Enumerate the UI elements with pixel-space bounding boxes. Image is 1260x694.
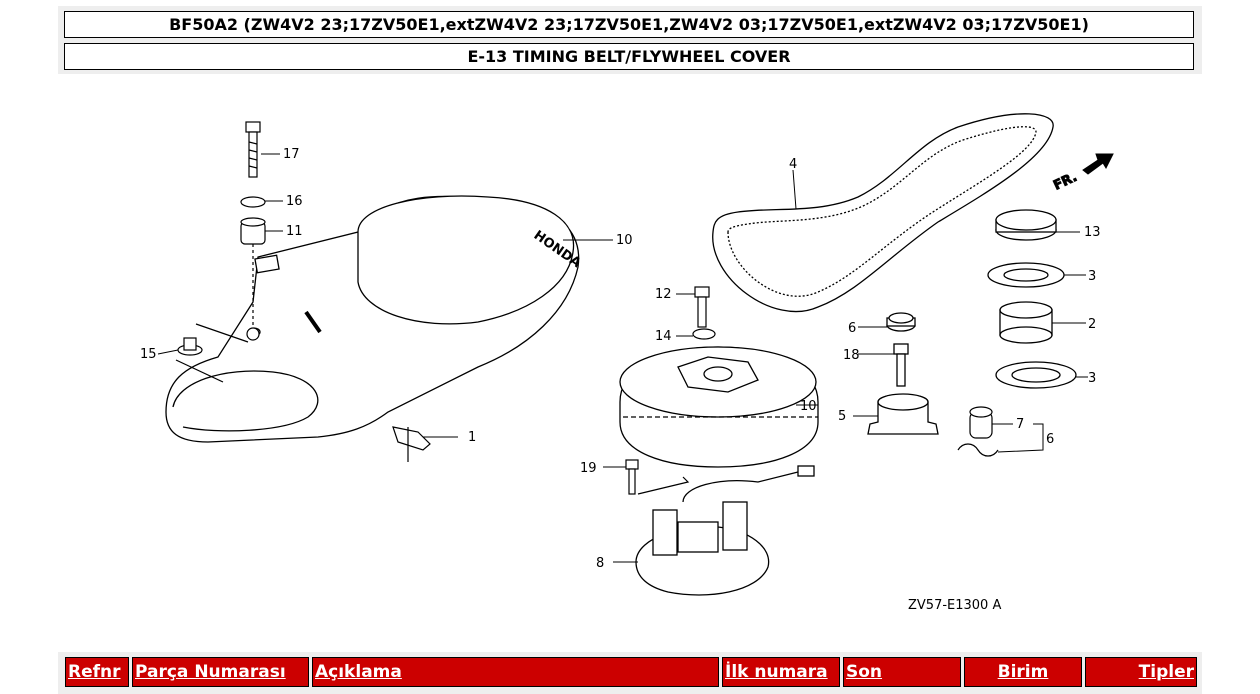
bolt-18 bbox=[240, 121, 266, 341]
parts-table: Refnr Parça Numarası Açıklama İlk numara… bbox=[62, 657, 1200, 687]
callout-1: 1 bbox=[468, 430, 476, 445]
col-description[interactable]: Açıklama bbox=[312, 657, 719, 687]
col-last-link[interactable]: Son bbox=[846, 662, 883, 682]
col-part-number-link[interactable]: Parça Numarası bbox=[135, 662, 286, 682]
callout-6: 6 bbox=[848, 321, 856, 336]
bolt-13 bbox=[692, 286, 716, 340]
col-types-link[interactable]: Tipler bbox=[1138, 662, 1194, 682]
callout-4: 4 bbox=[789, 157, 797, 172]
ignition-coil-9 bbox=[635, 465, 815, 596]
section-title: E-13 TIMING BELT/FLYWHEEL COVER bbox=[64, 43, 1194, 70]
callout-5: 5 bbox=[838, 409, 846, 424]
col-refnr[interactable]: Refnr bbox=[65, 657, 129, 687]
callout-18: 18 bbox=[843, 348, 860, 363]
col-unit[interactable]: Birim bbox=[964, 657, 1082, 687]
callout-7: 7 bbox=[1016, 417, 1024, 432]
col-first-number-link[interactable]: İlk numara bbox=[725, 662, 828, 682]
callout-16: 16 bbox=[286, 194, 303, 209]
bolt-20 bbox=[625, 459, 690, 495]
spring-7 bbox=[957, 406, 999, 457]
callout-10: 10 bbox=[616, 233, 633, 248]
fr-arrow: FR. bbox=[1051, 153, 1114, 194]
callout-13: 13 bbox=[1084, 225, 1101, 240]
col-last[interactable]: Son bbox=[843, 657, 961, 687]
timing-belt-4 bbox=[712, 113, 1054, 313]
flywheel-10 bbox=[619, 346, 819, 468]
parts-table-header: Refnr Parça Numarası Açıklama İlk numara… bbox=[65, 657, 1197, 687]
callout-2: 2 bbox=[1088, 317, 1096, 332]
callout-6: 6 bbox=[1046, 432, 1054, 447]
col-first-number[interactable]: İlk numara bbox=[722, 657, 840, 687]
col-refnr-link[interactable]: Refnr bbox=[68, 662, 121, 682]
callout-11: 11 bbox=[286, 224, 303, 239]
diagram-code: ZV57-E1300 A bbox=[908, 598, 1001, 613]
clip-1 bbox=[392, 426, 431, 462]
callout-14: 14 bbox=[655, 329, 672, 344]
callout-10: 10 bbox=[800, 399, 817, 414]
col-description-link[interactable]: Açıklama bbox=[315, 662, 402, 682]
callout-17: 17 bbox=[283, 147, 300, 162]
col-types[interactable]: Tipler bbox=[1085, 657, 1197, 687]
timing-belt-cover bbox=[165, 195, 580, 443]
col-part-number[interactable]: Parça Numarası bbox=[132, 657, 309, 687]
callout-12: 12 bbox=[655, 287, 672, 302]
col-unit-link[interactable]: Birim bbox=[997, 662, 1049, 682]
callout-8: 8 bbox=[596, 556, 604, 571]
svg-text:FR.: FR. bbox=[1051, 170, 1079, 194]
callout-3: 3 bbox=[1088, 269, 1096, 284]
callout-15: 15 bbox=[140, 347, 157, 362]
tensioner-5 bbox=[867, 312, 939, 435]
callout-19: 19 bbox=[580, 461, 597, 476]
model-title: BF50A2 (ZW4V2 23;17ZV50E1,extZW4V2 23;17… bbox=[64, 11, 1194, 38]
parts-diagram: HONDA FR. bbox=[58, 82, 1202, 630]
pulley-stack bbox=[987, 209, 1077, 389]
callout-3: 3 bbox=[1088, 371, 1096, 386]
